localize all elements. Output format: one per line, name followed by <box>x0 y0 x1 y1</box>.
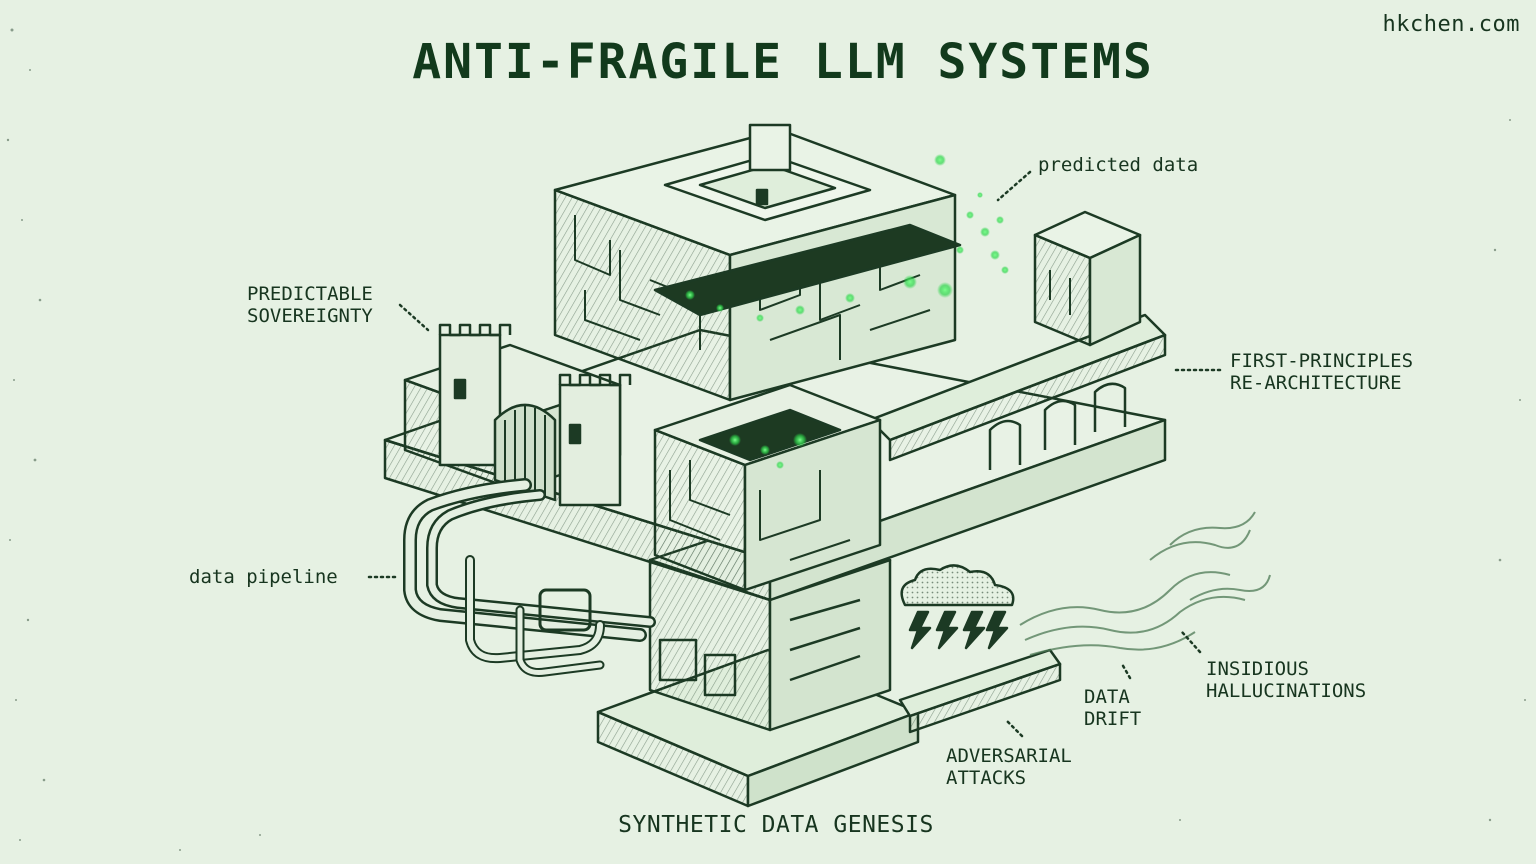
label-synthetic-data-genesis: SYNTHETIC DATA GENESIS <box>0 812 1536 838</box>
label-adversarial-attacks: ADVERSARIAL ATTACKS <box>946 745 1072 789</box>
label-line: DRIFT <box>1084 708 1141 730</box>
label-line: SOVEREIGNTY <box>247 305 373 327</box>
label-first-principles: FIRST-PRINCIPLES RE-ARCHITECTURE <box>1230 350 1413 394</box>
label-line: ATTACKS <box>946 767 1072 789</box>
label-data-drift: DATA DRIFT <box>1084 686 1141 730</box>
site-watermark: hkchen.com <box>1383 12 1520 37</box>
label-insidious-hallucinations: INSIDIOUS HALLUCINATIONS <box>1206 658 1366 702</box>
label-line: INSIDIOUS <box>1206 658 1366 680</box>
label-line: ADVERSARIAL <box>946 745 1072 767</box>
label-predicted-data: predicted data <box>1038 154 1198 176</box>
right-tower <box>1035 212 1140 345</box>
label-data-pipeline: data pipeline <box>189 566 338 588</box>
swirl-winds-icon <box>1020 512 1270 655</box>
citadel-keep <box>555 125 960 400</box>
label-line: RE-ARCHITECTURE <box>1230 372 1413 394</box>
label-line: FIRST-PRINCIPLES <box>1230 350 1413 372</box>
label-line: DATA <box>1084 686 1141 708</box>
page-title: ANTI-FRAGILE LLM SYSTEMS <box>0 34 1536 90</box>
storm-cloud-icon <box>902 565 1014 648</box>
label-predictable-sovereignty: PREDICTABLE SOVEREIGNTY <box>247 283 373 327</box>
label-line: HALLUCINATIONS <box>1206 680 1366 702</box>
label-line: PREDICTABLE <box>247 283 373 305</box>
